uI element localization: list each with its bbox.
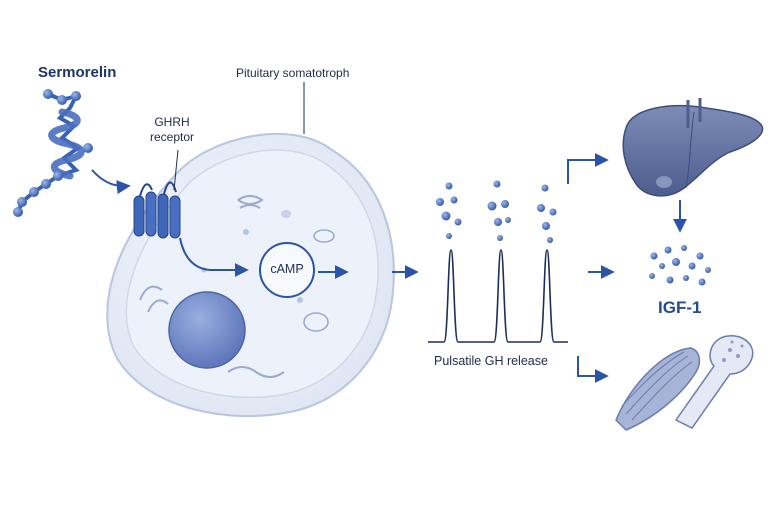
igf-label: IGF-1 [658, 298, 702, 317]
gh-granules [436, 180, 557, 243]
camp-label: cAMP [270, 262, 304, 276]
receptor-leader-line [173, 149, 179, 191]
arrow-sermorelin-to-receptor [91, 169, 131, 195]
pulsatile-label: Pulsatile GH release [434, 354, 548, 368]
receptor-label: GHRH receptor [150, 115, 194, 145]
arrow-to-liver [567, 153, 609, 184]
receptor-icon [133, 181, 181, 239]
receptor-label-line1: GHRH [154, 115, 190, 129]
receptor-label-line2: receptor [150, 130, 195, 144]
liver-icon [622, 98, 764, 197]
sermorelin-label: Sermorelin [38, 64, 117, 81]
pulsatile-graph [428, 180, 568, 343]
bone-icon [674, 335, 754, 429]
muscle-icon [615, 347, 701, 431]
arrow-receptor-to-camp [179, 237, 249, 277]
nucleus-icon [168, 291, 246, 369]
peptide-chain-icon [13, 89, 93, 217]
cell [106, 132, 395, 417]
arrow-to-tissues [577, 356, 609, 383]
camp-circle [259, 242, 315, 298]
pituitary-label: Pituitary somatotroph [236, 66, 350, 80]
igf-molecules [649, 245, 711, 286]
